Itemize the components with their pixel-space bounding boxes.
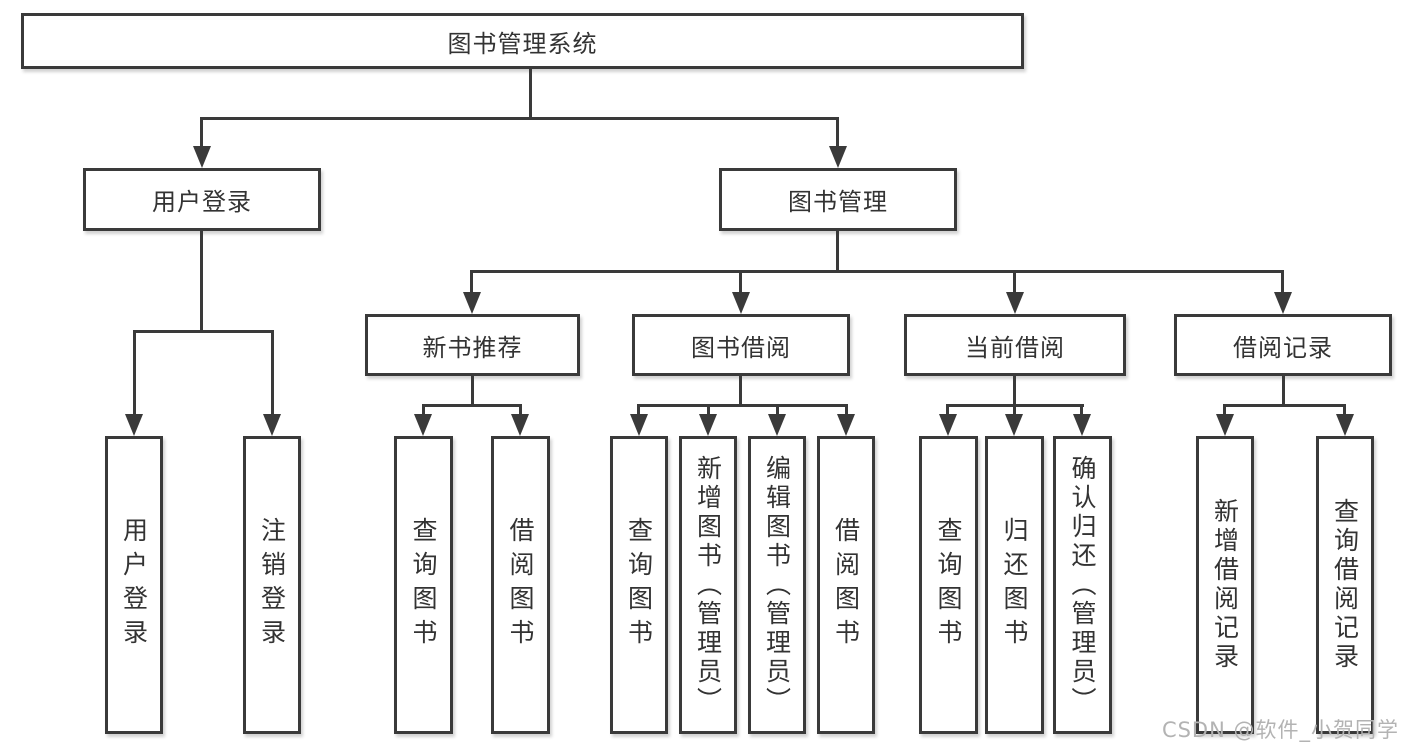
connector-arrow-shaft bbox=[1013, 404, 1016, 416]
node-root-system: 图书管理系统 bbox=[21, 13, 1024, 69]
connector-arrow-shaft bbox=[422, 404, 425, 416]
node-borrowing-records: 借阅记录 bbox=[1174, 314, 1392, 376]
connector-arrow-shaft bbox=[271, 330, 274, 416]
connector-arrow-shaft bbox=[637, 404, 640, 416]
node-new-book-recommend-label: 新书推荐 bbox=[422, 333, 523, 362]
leaf-query-borrow-record: 查询借阅记录 bbox=[1316, 436, 1374, 734]
leaf-edit-book-admin: 编辑图书（管理员） bbox=[748, 436, 806, 734]
connector-arrow-shaft bbox=[200, 117, 203, 148]
leaf-add-book-admin-label: 新增图书（管理员） bbox=[693, 454, 723, 716]
connector-arrow-shaft bbox=[776, 404, 779, 416]
leaf-user-login-label: 用户登录 bbox=[119, 517, 149, 653]
node-user-login: 用户登录 bbox=[83, 168, 321, 231]
connector-arrowhead bbox=[939, 414, 957, 436]
connector-book-borrowing-feed bbox=[739, 376, 742, 407]
connector-arrow-shaft bbox=[707, 404, 710, 416]
leaf-query-books-label: 查询图书 bbox=[624, 517, 654, 653]
connector-current-borrowing-feed bbox=[1013, 376, 1016, 407]
connector-arrow-shaft bbox=[1343, 404, 1346, 416]
leaf-borrow-books-borrowing: 借阅图书 bbox=[817, 436, 875, 734]
connector-arrowhead bbox=[193, 146, 211, 168]
connector-arrowhead bbox=[699, 414, 717, 436]
leaf-query-books-recommend: 查询图书 bbox=[394, 436, 453, 734]
connector-arrowhead bbox=[463, 292, 481, 314]
connector-arrow-shaft bbox=[1223, 404, 1226, 416]
connector-arrow-shaft bbox=[1281, 270, 1284, 295]
leaf-return-books-label: 归还图书 bbox=[1000, 517, 1029, 653]
node-root-label: 图书管理系统 bbox=[447, 29, 598, 58]
connector-arrowhead bbox=[1216, 414, 1234, 436]
connector-arrowhead bbox=[837, 414, 855, 436]
leaf-confirm-return-admin-label: 确认归还（管理员） bbox=[1068, 454, 1097, 716]
leaf-logout-label: 注销登录 bbox=[257, 517, 287, 653]
connector-new-book-feed bbox=[471, 376, 474, 407]
node-user-login-label: 用户登录 bbox=[152, 188, 252, 216]
leaf-query-books-current: 查询图书 bbox=[919, 436, 978, 734]
leaf-confirm-return-admin: 确认归还（管理员） bbox=[1053, 436, 1112, 734]
leaf-query-books-label: 查询图书 bbox=[409, 517, 438, 653]
node-book-borrowing: 图书借阅 bbox=[632, 314, 850, 376]
leaf-query-books-label: 查询图书 bbox=[934, 517, 963, 653]
connector-arrowhead bbox=[1336, 414, 1354, 436]
node-book-management: 图书管理 bbox=[719, 168, 957, 231]
connector-user-login-feed bbox=[200, 231, 203, 332]
leaf-return-books: 归还图书 bbox=[985, 436, 1044, 734]
connector-arrowhead bbox=[263, 414, 281, 436]
connector-borrowing-records-feed bbox=[1282, 376, 1285, 407]
connector-root-feed bbox=[529, 67, 532, 119]
node-borrowing-records-label: 借阅记录 bbox=[1233, 333, 1333, 362]
leaf-edit-book-admin-label: 编辑图书（管理员） bbox=[762, 454, 792, 716]
connector-arrow-shaft bbox=[133, 330, 136, 416]
connector-arrowhead bbox=[1274, 292, 1292, 314]
node-book-management-label: 图书管理 bbox=[788, 188, 888, 216]
connector-user-login-rail bbox=[133, 330, 274, 333]
connector-arrow-shaft bbox=[470, 270, 473, 295]
connector-book-borrowing-rail bbox=[637, 404, 847, 407]
csdn-watermark: CSDN @软件_小贺同学 bbox=[1161, 718, 1399, 742]
connector-arrow-shaft bbox=[739, 270, 742, 295]
leaf-add-borrow-record: 新增借阅记录 bbox=[1196, 436, 1254, 734]
connector-arrowhead bbox=[768, 414, 786, 436]
connector-arrow-shaft bbox=[1080, 404, 1083, 416]
connector-arrowhead bbox=[829, 146, 847, 168]
connector-arrowhead bbox=[1073, 414, 1091, 436]
connector-arrowhead bbox=[511, 414, 529, 436]
leaf-borrow-books-recommend: 借阅图书 bbox=[491, 436, 550, 734]
node-book-borrowing-label: 图书借阅 bbox=[691, 333, 791, 362]
connector-arrowhead bbox=[630, 414, 648, 436]
connector-arrow-shaft bbox=[845, 404, 848, 416]
leaf-query-books-borrowing: 查询图书 bbox=[610, 436, 668, 734]
leaf-query-borrow-record-label: 查询借阅记录 bbox=[1330, 498, 1360, 672]
connector-arrow-shaft bbox=[519, 404, 522, 416]
connector-borrowing-records-rail bbox=[1223, 404, 1346, 407]
connector-book-management-feed bbox=[836, 231, 839, 272]
connector-arrowhead bbox=[1005, 414, 1023, 436]
connector-arrowhead bbox=[125, 414, 143, 436]
leaf-add-borrow-record-label: 新增借阅记录 bbox=[1210, 498, 1240, 672]
connector-arrowhead bbox=[1006, 292, 1024, 314]
node-current-borrowing: 当前借阅 bbox=[904, 314, 1126, 376]
leaf-logout: 注销登录 bbox=[243, 436, 301, 734]
connector-arrowhead bbox=[414, 414, 432, 436]
leaf-borrow-books-label: 借阅图书 bbox=[506, 517, 535, 653]
node-new-book-recommend: 新书推荐 bbox=[365, 314, 580, 376]
node-current-borrowing-label: 当前借阅 bbox=[965, 333, 1065, 362]
leaf-add-book-admin: 新增图书（管理员） bbox=[679, 436, 737, 734]
leaf-user-login: 用户登录 bbox=[105, 436, 163, 734]
connector-level2-rail bbox=[200, 117, 839, 120]
connector-arrow-shaft bbox=[836, 117, 839, 148]
connector-new-book-rail bbox=[422, 404, 522, 407]
connector-level3-rail bbox=[470, 270, 1284, 273]
connector-arrow-shaft bbox=[1013, 270, 1016, 295]
leaf-borrow-books-label: 借阅图书 bbox=[831, 517, 861, 653]
connector-arrow-shaft bbox=[946, 404, 949, 416]
connector-arrowhead bbox=[732, 292, 750, 314]
